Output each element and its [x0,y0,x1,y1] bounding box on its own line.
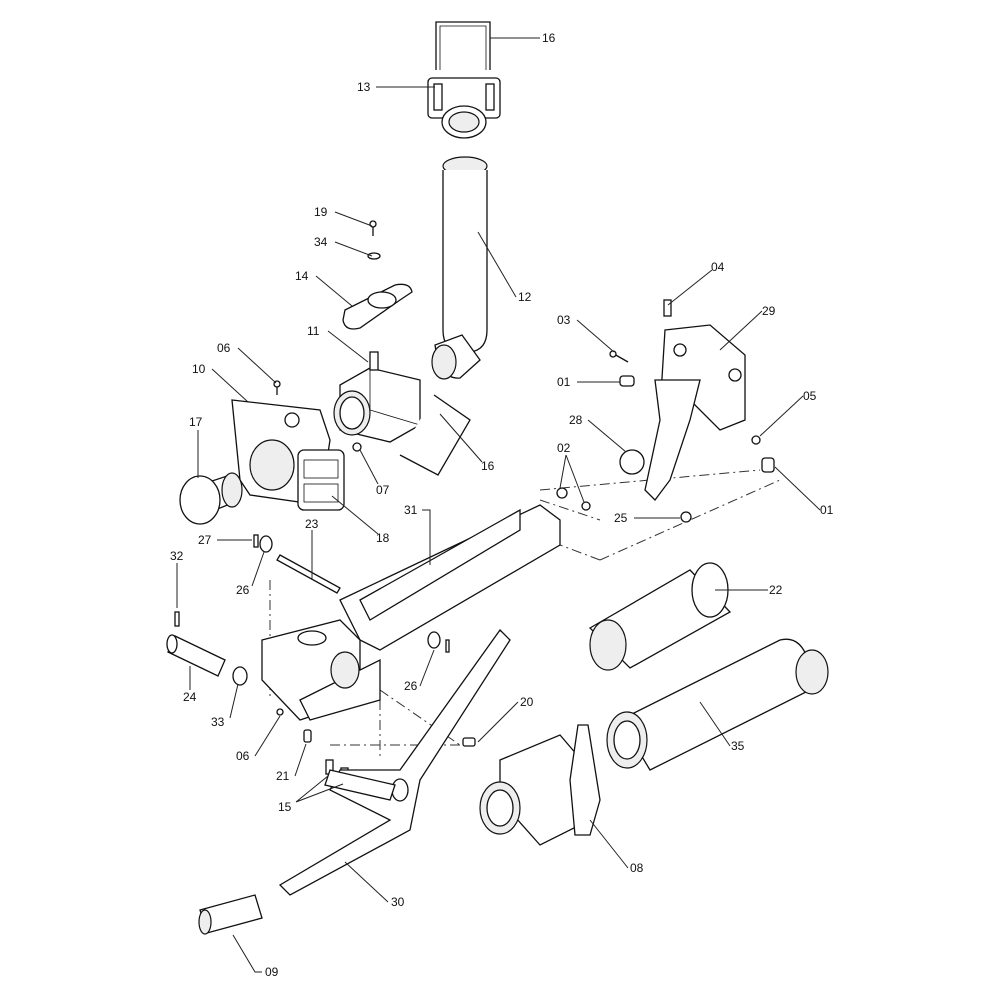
part-tube-22 [588,562,732,671]
part-valve-11 [333,351,421,443]
callout-18: 18 [376,531,390,545]
callout-10: 10 [192,362,206,376]
callout-03: 03 [557,313,571,327]
callout-05: 05 [803,389,817,403]
part-cap-17 [179,472,243,525]
part-bolts-02 [556,487,591,511]
callout-19: 19 [314,205,328,219]
part-bracket-29 [644,324,746,501]
part-pin-32 [174,611,180,627]
part-tube-24 [166,634,226,677]
part-bolt-03 [609,350,629,363]
part-bushing-01-top [619,375,635,387]
part-bushing-01-bottom [761,457,775,473]
callout-22: 22 [769,583,783,597]
part-grip-09 [198,894,263,935]
part-nut-07 [352,442,362,452]
part-rod-23 [276,554,341,594]
callout-26-bottom: 26 [404,679,418,693]
part-screw-06-top [273,380,281,395]
callout-01-bottom: 01 [820,503,834,517]
part-washer-26-bottom [427,631,450,653]
part-nut-05 [751,435,761,445]
callout-28: 28 [569,413,583,427]
callout-12: 12 [518,290,532,304]
callout-21: 21 [276,769,290,783]
part-washer-26-top [259,535,273,553]
callout-23: 23 [305,517,319,531]
part-screw-19 [369,220,377,236]
callout-06-bottom: 06 [236,749,250,763]
leader-lines [176,37,821,973]
callout-07: 07 [376,483,390,497]
callout-34: 34 [314,235,328,249]
part-bolt-20 [462,737,476,747]
callout-04: 04 [711,260,725,274]
part-hose-35 [606,638,829,771]
part-washer-34 [367,252,381,260]
part-coupling-13 [427,77,501,139]
part-screw-06-bottom [276,708,284,716]
callout-15: 15 [278,800,292,814]
callout-29: 29 [762,304,776,318]
callout-16-mid: 16 [481,459,495,473]
callout-16: 16 [542,31,556,45]
part-pin-04 [663,299,672,317]
callout-32: 32 [170,549,184,563]
callout-06-top: 06 [217,341,231,355]
callout-17: 17 [189,415,203,429]
callout-08: 08 [630,861,644,875]
callout-25: 25 [614,511,628,525]
callout-11: 11 [307,324,320,338]
part-pipe-12 [431,156,488,380]
callout-26-top: 26 [236,583,250,597]
callout-09: 09 [265,965,279,979]
callout-27: 27 [198,533,212,547]
part-washer-33 [232,666,248,686]
callout-35: 35 [731,739,745,753]
part-valve-08 [479,724,601,846]
callout-02: 02 [557,441,571,455]
part-clip-16-mid [399,394,471,476]
callout-20: 20 [520,695,534,709]
callout-30: 30 [391,895,405,909]
part-nut-25 [680,511,692,523]
callout-31: 31 [404,503,418,517]
callout-labels: 16 13 19 34 14 11 12 06 10 17 07 16 18 0… [170,31,834,979]
part-clip-16-top [435,21,491,70]
part-setscrew-21 [303,729,312,743]
part-frame-31 [261,504,561,721]
callout-14: 14 [295,269,309,283]
part-lever-30 [278,628,511,896]
callout-24: 24 [183,690,197,704]
part-handle-14 [342,283,413,330]
part-panel-18 [297,449,345,511]
callout-01-top: 01 [557,375,571,389]
part-ball-28 [619,449,645,475]
callout-33: 33 [211,715,225,729]
part-pin-27 [253,534,259,548]
callout-13: 13 [357,80,371,94]
